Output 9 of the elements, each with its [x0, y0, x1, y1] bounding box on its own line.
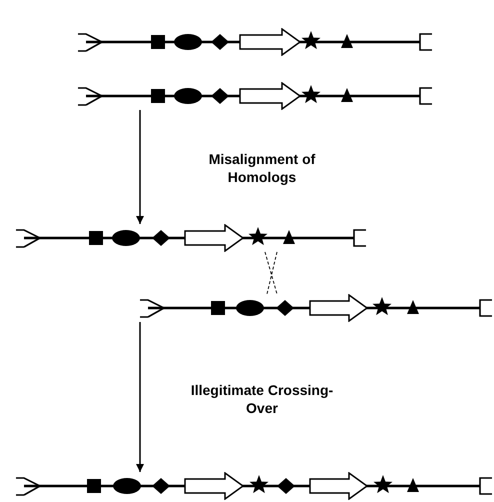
chromosome-drawing — [78, 82, 434, 110]
chromosome-drawing — [78, 28, 434, 56]
chromosome-drawing — [16, 224, 368, 252]
edge-label: Illegitimate Crossing-Over — [190, 381, 334, 417]
arrow — [136, 322, 144, 472]
arrow — [136, 110, 144, 224]
chromosome-drawing — [140, 294, 494, 322]
edge-label: Misalignment of Homologs — [208, 150, 316, 186]
chromosome-drawing — [16, 472, 494, 500]
